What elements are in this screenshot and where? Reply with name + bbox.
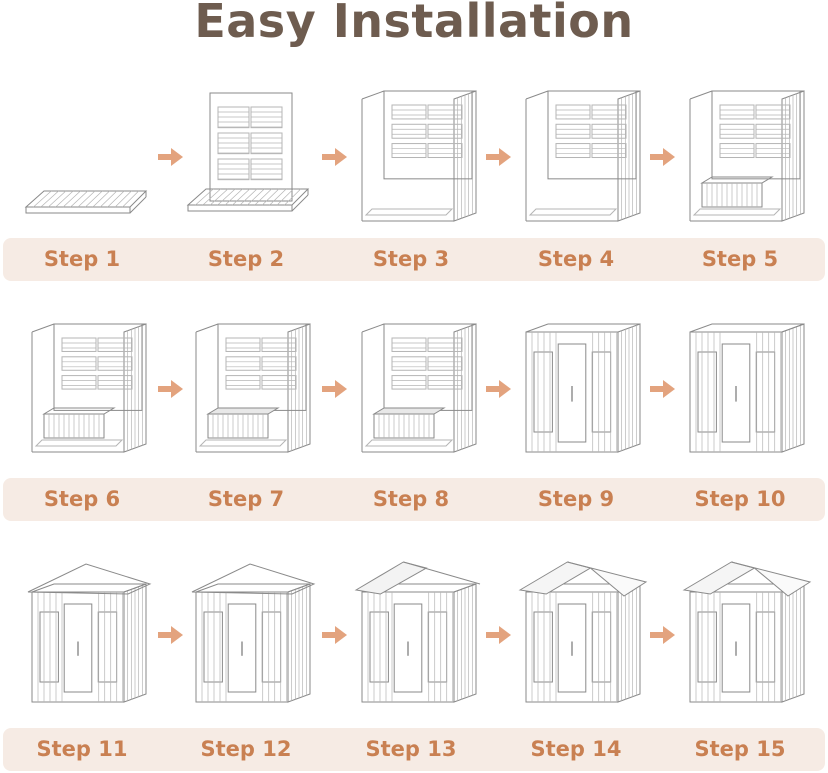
arrow-right-icon <box>486 380 512 399</box>
step-labels-bar-3: Step 11 Step 12 Step 13 Step 14 Step 15 <box>3 728 825 771</box>
step-illustration <box>186 318 320 466</box>
arrow-right-icon <box>158 625 184 644</box>
step-illustration <box>22 85 156 235</box>
arrow-right-icon <box>486 148 512 166</box>
illustrations-row-1 <box>0 85 828 281</box>
step-label: Step 3 <box>372 247 450 271</box>
step-illustration <box>186 560 320 716</box>
steps-row-2: Step 6 Step 7 Step 8 Step 9 Step 10 <box>0 318 828 522</box>
step-illustration <box>516 85 650 235</box>
step-illustration <box>680 318 814 466</box>
step-label: Step 1 <box>43 247 121 271</box>
step-illustration <box>352 318 486 466</box>
step-label: Step 7 <box>207 487 285 511</box>
step-label: Step 15 <box>694 737 786 761</box>
step-illustration <box>680 85 814 235</box>
step-label: Step 11 <box>36 737 128 761</box>
step-label: Step 8 <box>372 487 450 511</box>
step-illustration <box>680 560 814 716</box>
step-label: Step 10 <box>694 487 786 511</box>
step-label: Step 4 <box>537 247 615 271</box>
step-labels-bar-2: Step 6 Step 7 Step 8 Step 9 Step 10 <box>3 478 825 521</box>
step-label: Step 12 <box>200 737 292 761</box>
step-label: Step 9 <box>537 487 615 511</box>
arrow-right-icon <box>322 380 348 399</box>
step-illustration <box>352 85 486 235</box>
illustrations-row-3 <box>0 560 828 772</box>
step-label: Step 5 <box>701 247 779 271</box>
arrow-right-icon <box>650 380 676 399</box>
step-illustration <box>352 560 486 716</box>
arrow-right-icon <box>650 148 676 166</box>
arrow-right-icon <box>650 625 676 644</box>
arrow-right-icon <box>158 148 184 166</box>
step-label: Step 6 <box>43 487 121 511</box>
page-title: Easy Installation <box>194 0 634 48</box>
step-illustration <box>516 560 650 716</box>
arrow-right-icon <box>158 380 184 399</box>
step-illustration <box>22 560 156 716</box>
arrow-right-icon <box>322 148 348 166</box>
step-label: Step 2 <box>207 247 285 271</box>
arrow-right-icon <box>322 625 348 644</box>
arrow-right-icon <box>486 625 512 644</box>
step-illustration <box>186 85 320 235</box>
step-label: Step 14 <box>530 737 622 761</box>
step-illustration <box>516 318 650 466</box>
steps-row-3: Step 11 Step 12 Step 13 Step 14 Step 15 <box>0 560 828 772</box>
step-labels-bar-1: Step 1 Step 2 Step 3 Step 4 Step 5 <box>3 238 825 281</box>
illustrations-row-2 <box>0 318 828 522</box>
steps-row-1: Step 1 Step 2 Step 3 Step 4 Step 5 <box>0 85 828 281</box>
step-label: Step 13 <box>365 737 457 761</box>
step-illustration <box>22 318 156 466</box>
